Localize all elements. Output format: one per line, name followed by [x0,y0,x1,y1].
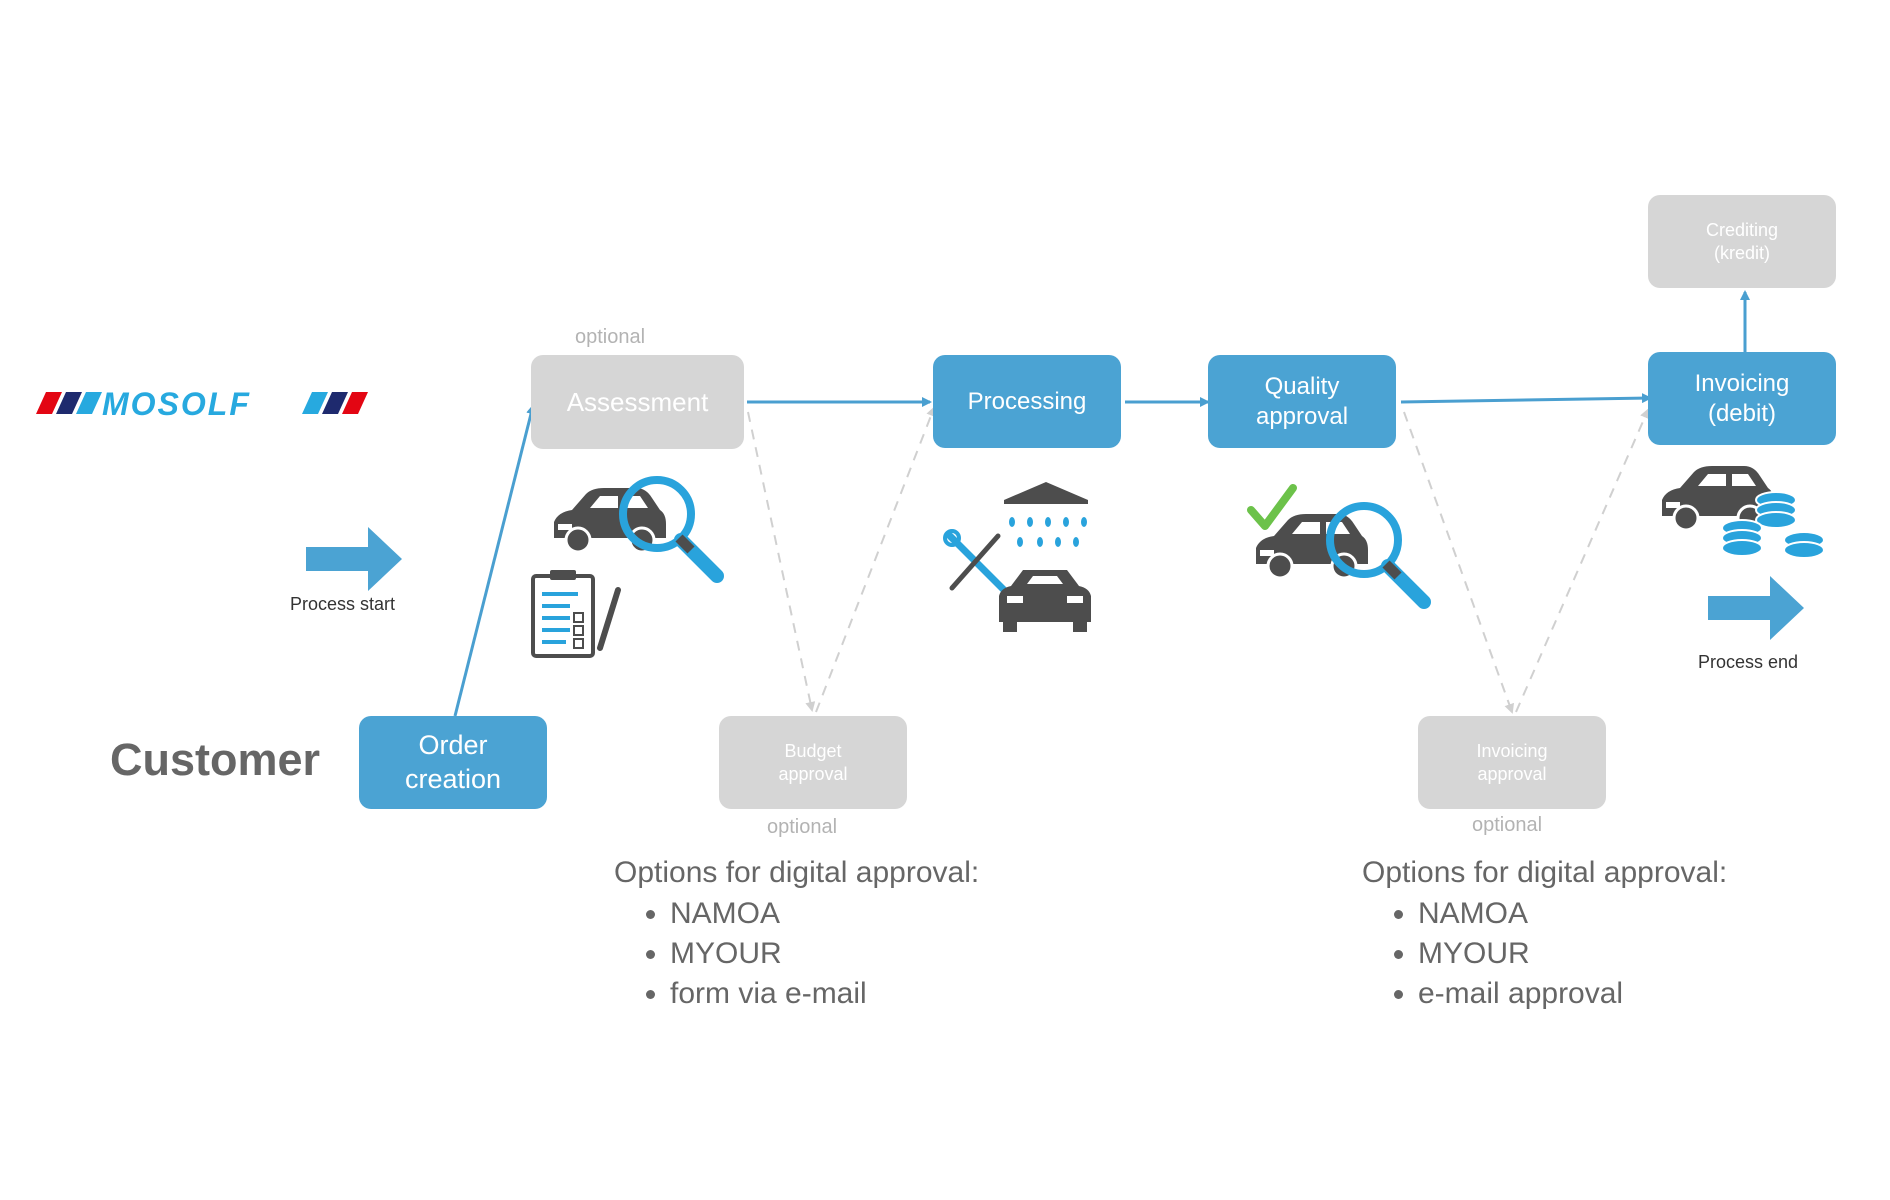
processing-car-icon [999,570,1091,632]
invoicing-approval-optional-label: optional [1472,814,1543,836]
dashed-invoicing-approval-to-invoicing [1515,408,1650,713]
digital-approval-list-left: NAMOA MYOUR form via e-mail [614,894,1134,1014]
solid-flow-arrows [453,290,1750,717]
list-item: form via e-mail [670,974,1134,1014]
digital-approval-title-left: Options for digital approval: [614,856,980,889]
crediting-step[interactable]: Crediting (kredit) [1648,195,1836,288]
assessment-car-icon [554,488,666,554]
processing-shower-icon [1004,482,1088,547]
list-item: MYOUR [670,934,1134,974]
budget-optional-label: optional [767,816,838,838]
quality-magnifier-icon [1326,502,1431,609]
assessment-pen-icon [597,587,621,651]
invoicing-approval-step[interactable]: Invoicing approval [1418,716,1606,809]
list-item: MYOUR [1418,934,1862,974]
logo-text: MOSOLF [102,386,251,422]
quality-approval-step[interactable]: Quality approval [1208,355,1396,448]
order-creation-step[interactable]: Order creation [359,716,547,809]
arrow-order-to-assessment [453,404,536,717]
process-start-arrow-icon [306,527,402,591]
process-end-label: Process end [1698,652,1799,672]
list-item: e-mail approval [1418,974,1862,1014]
logo-stripes-right-icon [302,392,368,414]
digital-approval-options-right: Options for digital approval: NAMOA MYOU… [1362,856,1862,1014]
invoicing-debit-step[interactable]: Invoicing (debit) [1648,352,1836,445]
assessment-step[interactable]: Assessment [531,355,744,449]
processing-step[interactable]: Processing [933,355,1121,448]
quality-checkmark-icon [1247,484,1297,530]
process-end-arrow-icon [1708,576,1804,640]
arrow-quality-to-invoicing [1400,393,1652,404]
invoicing-coins-icon [1721,491,1825,559]
mosolf-logo: MOSOLF [36,380,368,430]
logo-stripes-left-icon [36,392,102,414]
customer-swimlane-label: Customer [110,734,321,785]
digital-approval-list-right: NAMOA MYOUR e-mail approval [1362,894,1862,1014]
dashed-assessment-to-budget [747,411,816,712]
list-item: NAMOA [670,894,1134,934]
dashed-optional-arrows [747,406,1650,714]
assessment-magnifier-icon [619,476,724,583]
digital-approval-options-left: Options for digital approval: NAMOA MYOU… [614,856,1134,1014]
budget-approval-step[interactable]: Budget approval [719,716,907,809]
processing-tools-icon [943,529,1008,594]
digital-approval-title-right: Options for digital approval: [1362,856,1728,889]
dashed-budget-to-processing [815,406,936,713]
assessment-optional-label: optional [575,326,646,348]
list-item: NAMOA [1418,894,1862,934]
assessment-checklist-icon [531,570,595,658]
process-start-label: Process start [290,594,396,614]
